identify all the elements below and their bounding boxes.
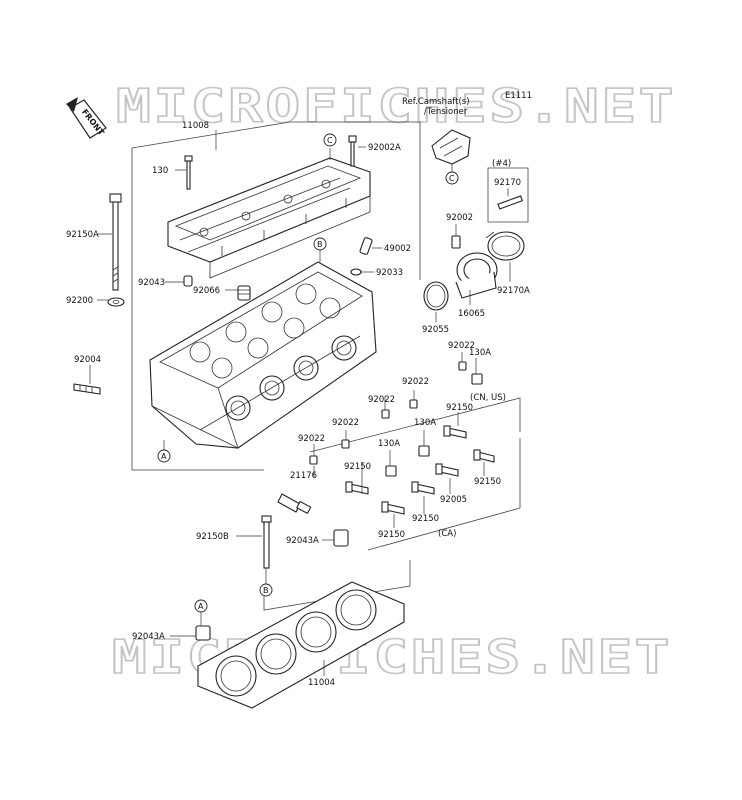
oring-92055[interactable]: [423, 281, 449, 311]
label-92022-b[interactable]: 92022: [402, 377, 429, 387]
bolt-92002a[interactable]: [348, 135, 357, 167]
bolt-92005[interactable]: [435, 463, 459, 477]
group-cn-us-label: (CN, US): [470, 393, 506, 403]
label-92022-d[interactable]: 92022: [332, 418, 359, 428]
bolt-92002[interactable]: [451, 235, 461, 249]
label-92022-a[interactable]: 92022: [448, 341, 475, 351]
label-130a-a[interactable]: 130A: [469, 348, 491, 358]
ref-circle-c-top: C: [323, 133, 337, 147]
label-92170[interactable]: 92170: [494, 178, 521, 188]
plug-49002[interactable]: [359, 237, 373, 255]
ref-circle-a-bottom: A: [194, 599, 208, 613]
watermark-top: MICROFICHES.NET: [116, 79, 676, 133]
ref-circle-b-bottom: B: [259, 583, 273, 597]
head-gasket-11004[interactable]: [197, 581, 405, 709]
label-130[interactable]: 130: [152, 166, 168, 176]
label-92043a[interactable]: 92043A: [286, 536, 319, 546]
bolt-92150-cn[interactable]: [443, 425, 467, 439]
svg-text:A: A: [161, 452, 167, 461]
camshaft-bracket[interactable]: [431, 129, 471, 165]
svg-text:B: B: [263, 586, 269, 595]
bolt-130a-a[interactable]: [471, 373, 483, 385]
svg-text:B: B: [317, 240, 323, 249]
label-130a-c[interactable]: 130A: [378, 439, 400, 449]
label-92005[interactable]: 92005: [440, 495, 467, 505]
label-16065[interactable]: 16065: [458, 309, 485, 319]
plug-92022-b[interactable]: [409, 399, 418, 409]
group-ca-label: (CA): [438, 529, 456, 539]
spark-plug-21176[interactable]: [277, 493, 312, 515]
dowel-92043[interactable]: [183, 275, 193, 287]
svg-text:A: A: [198, 602, 204, 611]
bolt-92150-l[interactable]: [345, 481, 369, 495]
reference-note-line2: /Tensioner: [424, 107, 468, 117]
label-92200[interactable]: 92200: [66, 296, 93, 306]
washer-92200[interactable]: [107, 297, 125, 307]
label-92022-e[interactable]: 92022: [298, 434, 325, 444]
head-cover[interactable]: [167, 157, 371, 279]
label-92150-cn[interactable]: 92150: [446, 403, 473, 413]
clamp-92170a[interactable]: [485, 231, 525, 261]
stud-92150a[interactable]: [109, 193, 122, 291]
label-92043a-b[interactable]: 92043A: [132, 632, 165, 642]
reference-note-line1: Ref.Camshaft(s): [402, 97, 470, 107]
bolt-92150b[interactable]: [261, 515, 272, 569]
label-92022-c[interactable]: 92022: [368, 395, 395, 405]
label-92055[interactable]: 92055: [422, 325, 449, 335]
plug-92022-c[interactable]: [381, 409, 390, 419]
oring-92033[interactable]: [350, 268, 362, 276]
ref-circle-c-right: C: [445, 171, 459, 185]
label-49002[interactable]: 49002: [384, 244, 411, 254]
bolt-130[interactable]: [184, 155, 193, 190]
ref-circle-b-top: B: [313, 237, 327, 251]
label-92002a[interactable]: 92002A: [368, 143, 401, 153]
label-92170a[interactable]: 92170A: [497, 286, 530, 296]
plug-92022-a[interactable]: [458, 361, 467, 371]
svg-text:C: C: [327, 136, 333, 145]
label-21176[interactable]: 21176: [290, 471, 317, 481]
front-arrow-icon: FRONT: [66, 97, 107, 139]
label-11008[interactable]: 11008: [182, 121, 209, 131]
label-92150-b[interactable]: 92150: [378, 530, 405, 540]
label-11004[interactable]: 11004: [308, 678, 335, 688]
label-92150b[interactable]: 92150B: [196, 532, 229, 542]
bolt-92150-m[interactable]: [411, 481, 435, 495]
svg-text:C: C: [449, 174, 455, 183]
dowel-92043a-b[interactable]: [195, 625, 211, 641]
label-92150-m[interactable]: 92150: [412, 514, 439, 524]
label-92033[interactable]: 92033: [376, 268, 403, 278]
label-92150-l[interactable]: 92150: [344, 462, 371, 472]
bolt-92150-b[interactable]: [381, 501, 405, 515]
bolt-130a-c[interactable]: [385, 465, 397, 477]
label-92004[interactable]: 92004: [74, 355, 101, 365]
label-92066[interactable]: 92066: [193, 286, 220, 296]
screw-92170[interactable]: [497, 195, 524, 210]
group-4-label: (#4): [492, 159, 511, 169]
cylinder-head[interactable]: [149, 261, 377, 449]
cap-92066[interactable]: [237, 285, 251, 301]
bolt-92150-r[interactable]: [473, 449, 495, 463]
holder-16065[interactable]: [455, 252, 498, 299]
label-92150-r[interactable]: 92150: [474, 477, 501, 487]
bolt-130a-b[interactable]: [418, 445, 430, 457]
diagram-code: E1111: [505, 91, 532, 101]
label-92150a[interactable]: 92150A: [66, 230, 99, 240]
ref-circle-a-top: A: [157, 449, 171, 463]
stud-92004[interactable]: [73, 383, 101, 395]
plug-92022-d[interactable]: [341, 439, 350, 449]
label-92002[interactable]: 92002: [446, 213, 473, 223]
label-92043[interactable]: 92043: [138, 278, 165, 288]
plug-92022-e[interactable]: [309, 455, 318, 465]
dowel-92043a[interactable]: [333, 529, 349, 547]
label-130a-b[interactable]: 130A: [414, 418, 436, 428]
